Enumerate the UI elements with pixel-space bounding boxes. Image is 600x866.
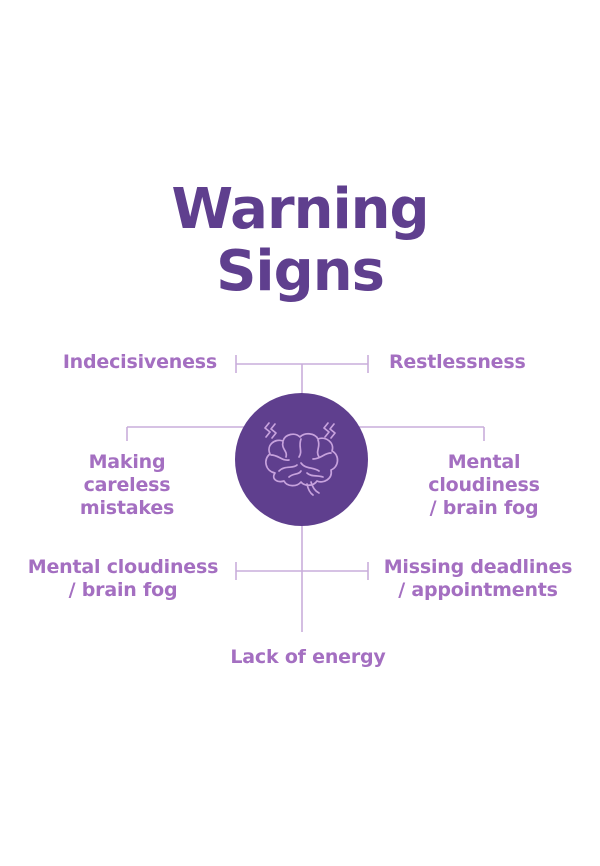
sign-lack-of-energy: Lack of energy	[230, 646, 386, 668]
sign-restlessness: Restlessness	[389, 351, 526, 373]
page-title: Warning Signs	[0, 182, 600, 300]
hub-circle	[235, 393, 368, 526]
brain-icon	[264, 422, 339, 496]
sign-careless-mistakes: Making careless mistakes	[79, 451, 175, 519]
sign-missing-deadlines: Missing deadlines / appointments	[383, 556, 573, 601]
sign-indecisiveness: Indecisiveness	[62, 351, 217, 373]
sign-mental-cloudiness-right: Mental cloudiness / brain fog	[428, 451, 540, 519]
title-line-1: Warning	[171, 177, 429, 242]
title-line-2: Signs	[216, 239, 385, 304]
sign-mental-cloudiness-left: Mental cloudiness / brain fog	[27, 556, 219, 601]
